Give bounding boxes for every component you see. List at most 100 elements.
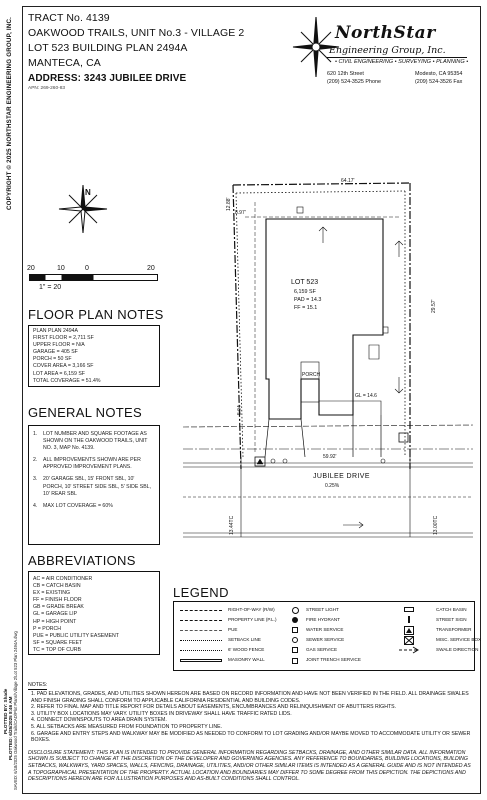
legend-item: MISC. SERVICE BOX [436,637,482,642]
general-note-text: LOT NUMBER AND SQUARE FOOTAGE AS SHOWN O… [43,431,148,452]
general-note: 2. ALL IMPROVEMENTS SHOWN ARE PER APPROV… [33,457,155,471]
logo-rule [327,57,467,58]
lot-label: LOT 523 [291,279,319,286]
saved-path: SAVED: 6/18/2025 Oakwood Trails\CAD\Plot… [13,631,18,790]
floor-plan-note: COVER AREA = 3,166 SF [33,363,94,370]
floor-plan-note: UPPER FLOOR = N/A [33,342,85,349]
legend-line-sample [180,610,222,611]
dim-small-top: 8.97' [235,210,246,216]
fire-hydrant-icon [292,617,298,623]
site-plan [182,182,474,538]
legend-item: CATCH BASIN [436,607,467,612]
legend-item: RIGHT-OF-WAY (R/W) [228,607,275,612]
legend-item: PUE [228,627,238,632]
legend-item: MASONRY WALL [228,657,265,662]
legend-line-sample [180,640,222,641]
scale-tick-label: 0 [85,265,89,272]
porch-label: PORCH [302,372,321,378]
general-note: 4. MAX LOT COVERAGE = 60% [33,503,155,510]
general-note-number: 4. [33,502,38,509]
dim-front: 59.92' [323,454,337,460]
general-note-number: 3. [33,476,38,483]
abbreviation: FF = FINISH FLOOR [33,597,82,604]
abbreviation: SF = SQUARE FEET [33,639,83,646]
dim-small-left: 5.04 [237,405,243,415]
drawing-sheet: TRACT No. 4139 OAKWOOD TRAILS, UNIT No.3… [22,6,481,794]
abbreviation: CB = CATCH BASIN [33,583,81,590]
company-city: Modesto, CA 95354 [415,71,463,77]
scale-ratio: 1" = 20 [39,284,62,291]
street-slope: 0.25% [325,483,340,489]
note-item: 2. REFER TO FINAL MAP AND TITLE REPORT F… [31,704,397,711]
scale-tick-label: 20 [147,265,155,272]
general-note: 3. 20' GARAGE SBL, 15' FRONT SBL, 10' PO… [33,476,155,497]
street-name: JUBILEE DRIVE [313,473,370,480]
abbreviations-box: AC = AIR CONDITIONER CB = CATCH BASIN EX… [28,571,160,655]
svg-text:N: N [85,188,91,197]
note-item: 6. GARAGE AND ENTRY STEPS AND WALKWAY MA… [31,730,471,744]
legend-item: TRANSFORMER [436,627,472,632]
subdivision-name: OAKWOOD TRAILS, UNIT No.3 - VILLAGE 2 [28,27,245,39]
legend-item: PROPERTY LINE (P.L.) [228,617,277,622]
floor-plan-note: LOT AREA = 6,159 SF [33,370,85,377]
abbreviation: P = PORCH [33,625,62,632]
bottom-notes: NOTES: 1. PAD ELEVATIONS, GRADES, AND UT… [28,673,474,783]
swale-direction-icon [399,646,419,654]
scale-bar: 20 10 0 20 1" = 20 [27,265,163,291]
company-name-line1: NorthStar [335,23,436,43]
water-service-icon [292,627,298,633]
legend-item: FIRE HYDRANT [306,617,340,622]
gas-service-icon [292,647,298,653]
general-note-number: 2. [33,457,38,464]
legend-line-sample [180,659,222,662]
abbreviation: TC = TOP OF CURB [33,646,81,653]
disclosure-statement: DISCLOSURE STATEMENT: THIS PLAN IS INTEN… [28,749,471,783]
dim-top: 64.17' [341,178,355,184]
sewer-service-icon [292,637,298,643]
address: ADDRESS: 3243 JUBILEE DRIVE [28,73,187,84]
floor-plan-note: PLAN PLAN 2494A [33,328,78,334]
street-sign-icon [408,616,410,623]
abbreviations-title: ABBREVIATIONS [28,553,136,568]
transformer-icon [404,626,414,635]
note-item: 1. PAD ELEVATIONS, GRADES, AND UTILITIES… [31,691,469,704]
company-fax: (209) 524-3526 Fax [415,79,463,85]
scale-tick-label: 20 [27,265,35,272]
company-services: • CIVIL ENGINEERING • SURVEYING • PLANNI… [335,59,469,65]
finish-floor: FF = 15.1 [294,305,318,311]
dim-right: 29.57' [431,299,437,313]
legend-line-sample [180,650,222,651]
legend-item: WATER SERVICE [306,627,344,632]
catch-basin-icon [404,607,414,612]
floor-plan-note: FIRST FLOOR = 2,711 SF [33,335,94,342]
note-item: 4. CONNECT DOWNSPOUTS TO AREA DRAIN SYST… [31,717,167,724]
tract-number: TRACT No. 4139 [28,12,110,24]
street-light-icon [292,607,299,614]
general-note: 1. LOT NUMBER AND SQUARE FOOTAGE AS SHOW… [33,431,155,452]
legend-item: SWALE DIRECTION [436,647,479,652]
notes-title: NOTES: [28,682,48,690]
general-note-text: 20' GARAGE SBL, 15' FRONT SBL, 10' PORCH… [43,476,151,497]
legend-item: 6' WOOD FENCE [228,647,265,652]
abbreviation: AC = AIR CONDITIONER [33,576,93,582]
apn: APN: 269-260-83 [28,86,66,91]
joint-trench-icon [292,658,298,664]
legend-box: RIGHT-OF-WAY (R/W) PROPERTY LINE (P.L.) … [173,601,481,671]
legend-line-sample [180,620,222,621]
legend-item: JOINT TRENCH SERVICE [306,657,361,662]
floor-plan-notes-box: PLAN PLAN 2494A FIRST FLOOR = 2,711 SF U… [28,325,160,387]
legend-item: STREET LIGHT [306,607,339,612]
legend-item: GAS SERVICE [306,647,338,652]
abbreviation: GB = GRADE BREAK [33,604,84,611]
abbreviation: HP = HIGH POINT [33,618,77,625]
floor-plan-note: PORCH = 50 SF [33,356,72,363]
company-phone: (209) 524-3525 Phone [327,79,381,85]
abbreviation: PUE = PUBLIC UTILITY EASEMENT [33,632,119,639]
floor-plan-notes-title: FLOOR PLAN NOTES [28,307,164,322]
tc-left: 13.44TC [229,515,235,535]
general-note-text: ALL IMPROVEMENTS SHOWN ARE PER APPROVED … [43,457,141,471]
legend-item: SEWER SERVICE [306,637,345,642]
pad-elevation: PAD = 14.3 [294,297,322,303]
general-notes-title: GENERAL NOTES [28,405,142,420]
lot-area: 6,159 SF [294,289,316,295]
